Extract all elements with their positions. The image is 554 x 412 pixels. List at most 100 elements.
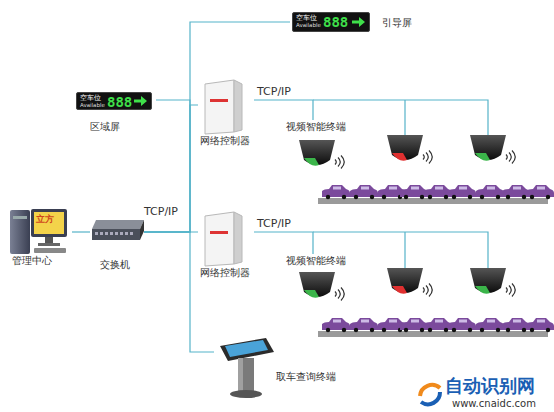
car [502,185,530,197]
car [526,185,554,197]
connector [144,105,198,232]
camera-body [299,272,335,297]
device-node: 视频智能终端 [284,120,352,172]
signal-arc [429,284,432,297]
device-label: 取车查询终端 [276,372,336,382]
car-wheel [370,195,374,199]
edge-label: TCP/IP [143,206,179,217]
edge-label: TCP/IP [256,86,292,97]
camera-light [304,158,319,166]
car-wheel [506,195,510,199]
car [424,185,452,197]
car-wheel [326,328,330,332]
car-window [389,187,397,190]
road [318,331,548,337]
car-wheel [530,328,534,332]
device-label: 区域屏 [90,122,120,132]
display-digits: 888 [323,15,348,29]
car-window [361,187,369,190]
car-wheel [496,195,500,199]
camera-light [304,290,319,298]
car-wheel [420,195,424,199]
device-label: 管理中心 [12,256,52,266]
car-wheel [354,195,358,199]
car-wheel [480,328,484,332]
camera-light [392,286,407,294]
car-wheel [546,328,550,332]
display-label: 空车位 [80,95,101,102]
controller-icon [205,212,242,266]
display-label: 空车位 [296,15,317,22]
car-wheel [522,328,526,332]
camera-body [387,135,423,160]
device-label: 视频智能终端 [286,256,346,266]
watermark-title: 自动识别网 [445,377,535,395]
car-window [411,320,419,323]
connector [144,100,190,232]
signal-arc [341,288,344,301]
display-label: Available [80,103,105,109]
signal-arc [506,288,507,293]
connector [144,232,214,352]
device-node: 交换机 [90,218,144,274]
car-window [435,187,443,190]
signal-arc [512,151,515,164]
car-window [537,187,545,190]
led-display: 空车位Available888 [292,12,370,32]
car [502,318,530,330]
car-wheel [382,195,386,199]
arrow-symbol [352,16,366,28]
car [476,318,504,330]
camera-body [470,268,506,293]
car-window [389,320,397,323]
car-wheel [546,195,550,199]
device-label: 网络控制器 [200,268,250,278]
signal-arc [512,284,515,297]
car-wheel [420,328,424,332]
switch-port [130,232,133,235]
switch-port [115,232,118,235]
car-wheel [382,328,386,332]
camera-body [470,135,506,160]
arrow-shape [134,96,147,106]
device-label: 交换机 [100,260,130,270]
car-window [411,187,419,190]
switch-port [100,232,103,235]
car-wheel [468,195,472,199]
car-window [333,187,341,190]
car-wheel [326,195,330,199]
switch-port [95,232,98,235]
screen-text: 立方 [36,215,54,224]
signal-arc [509,286,511,295]
edge-label: TCP/IP [256,218,292,229]
arrow-symbol [134,95,148,107]
device-label: 网络控制器 [200,136,250,146]
camera-group [299,135,515,301]
car [322,318,350,330]
camera-body [387,268,423,293]
car-wheel [444,328,448,332]
signal-arc [426,286,428,295]
car-wheel [530,195,534,199]
signal-arc [335,160,336,165]
car [322,185,350,197]
camera-light [392,153,407,161]
led-display: 空车位Available888 [76,92,152,110]
switch-port [125,232,128,235]
camera-body [299,140,335,165]
device-label: 视频智能终端 [286,122,346,132]
car-window [435,320,443,323]
computer-icon [10,209,67,254]
device-node: 立方管理中心 [6,200,72,272]
car-wheel [428,195,432,199]
car-wheel [370,328,374,332]
switch-port [120,232,123,235]
display-label: Available [296,23,321,29]
signal-arc [426,153,428,162]
car-window [459,187,467,190]
car-wheel [496,328,500,332]
car-wheel [404,195,408,199]
car [400,185,428,197]
